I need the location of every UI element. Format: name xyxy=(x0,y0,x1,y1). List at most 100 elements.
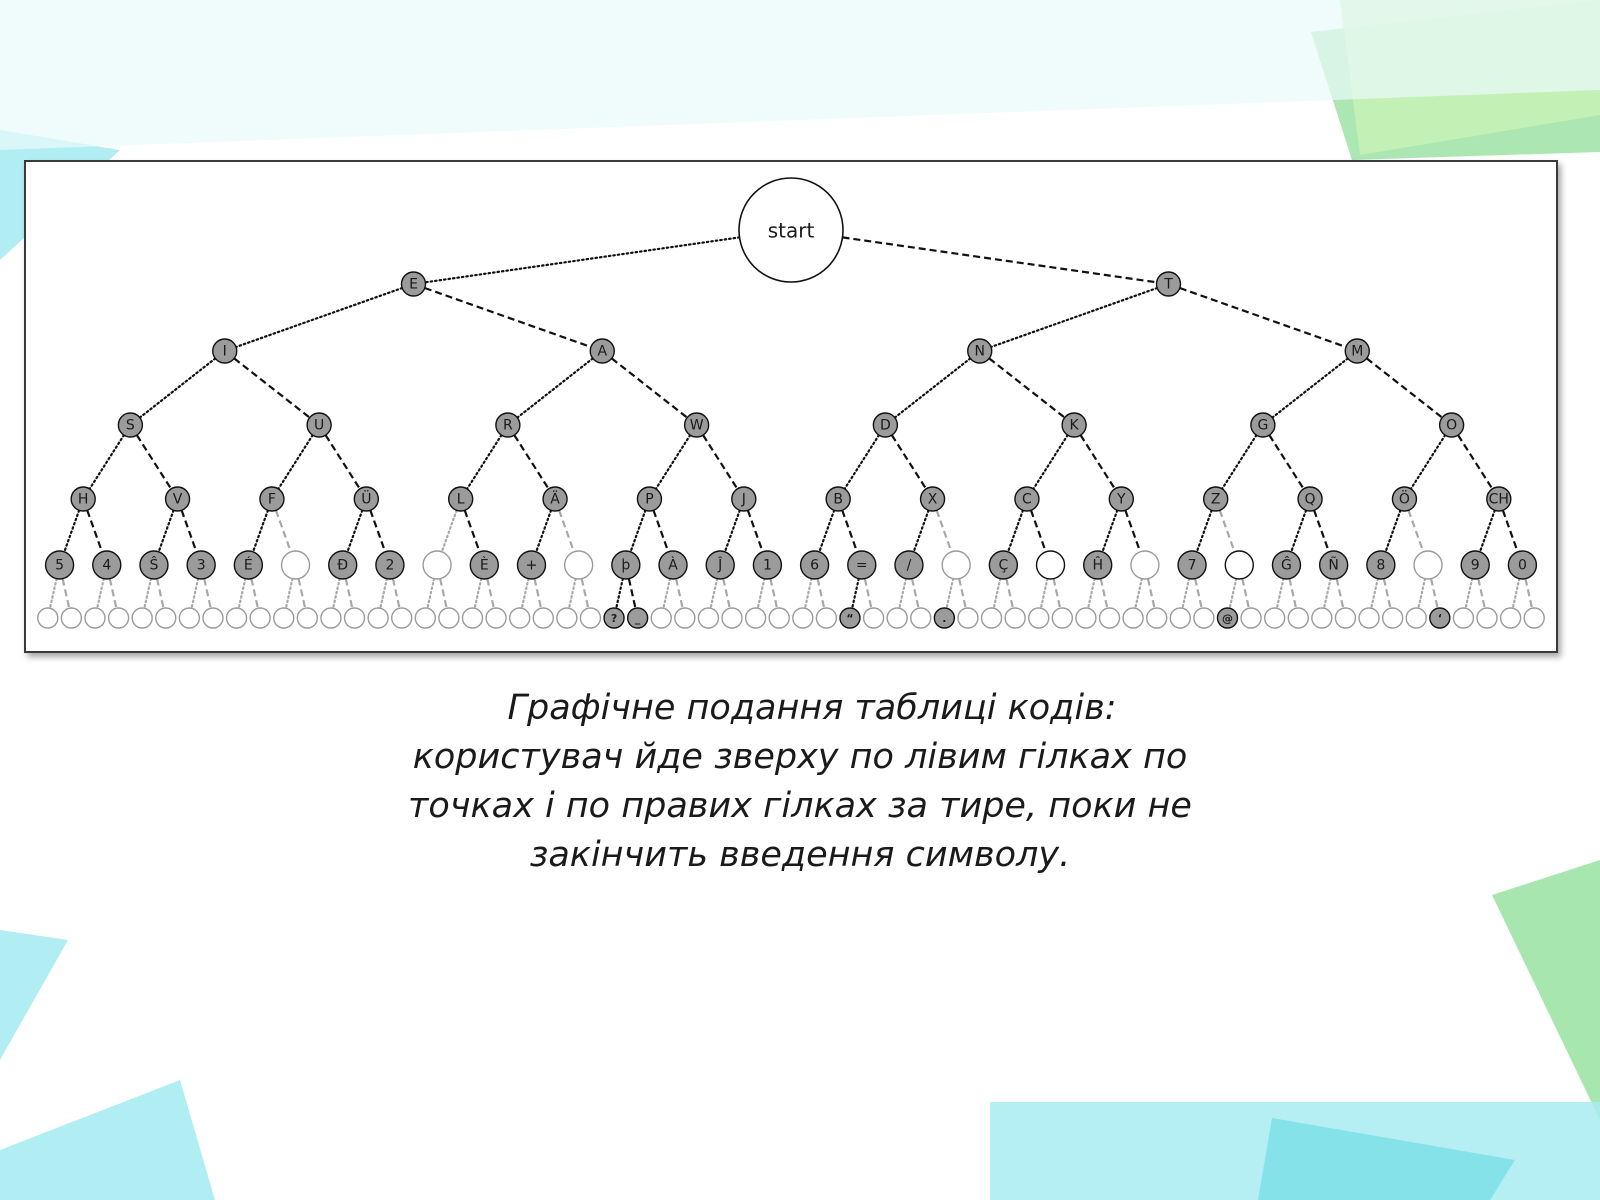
dot-branch xyxy=(1032,434,1069,490)
node-circle xyxy=(658,550,688,580)
tree-node-empty xyxy=(768,607,790,629)
tree-node-empty xyxy=(532,607,554,629)
tree-node-empty xyxy=(84,607,106,629)
tree-node: 4 xyxy=(92,550,122,580)
tree-node: E xyxy=(400,271,427,297)
node-circle xyxy=(603,607,625,629)
node-circle xyxy=(1193,607,1215,629)
dot-branch xyxy=(277,434,314,490)
caption-line-2: користувач йде зверху по лівим гілках по xyxy=(412,737,1188,777)
dot-branch xyxy=(1101,509,1119,553)
tree-node-empty xyxy=(1169,607,1191,629)
tree-node: . xyxy=(933,607,956,629)
tree-node-empty xyxy=(563,550,594,580)
dot-branch xyxy=(96,577,105,610)
node-label: ‘ xyxy=(1438,612,1442,625)
dash-branch xyxy=(1524,578,1534,609)
node-label: Đ xyxy=(337,558,348,574)
node-label: Q xyxy=(1305,492,1316,508)
dash-branch xyxy=(1124,509,1142,553)
node-circle xyxy=(683,412,710,438)
dash-branch xyxy=(391,578,401,609)
tree-node: M xyxy=(1344,338,1370,364)
node-circle xyxy=(92,550,122,580)
tree-node: D xyxy=(872,412,899,438)
node-circle xyxy=(353,486,380,512)
node-circle xyxy=(485,607,507,629)
dash-branch xyxy=(1268,434,1305,490)
tree-node-empty xyxy=(320,607,342,629)
node-circle xyxy=(556,607,578,629)
node-circle xyxy=(1271,550,1302,580)
node-circle xyxy=(1486,486,1512,512)
dash-branch xyxy=(274,509,292,553)
dash-branch xyxy=(369,509,387,553)
tree-node-empty xyxy=(508,607,531,629)
tree-node-empty xyxy=(280,550,311,580)
node-circle xyxy=(1240,607,1262,629)
dot-branch xyxy=(898,577,908,610)
tree-node: þ xyxy=(611,550,641,580)
node-circle xyxy=(400,271,427,297)
bg-shape-left-mid xyxy=(0,930,68,1060)
node-circle xyxy=(37,607,59,629)
dash-branch xyxy=(424,286,592,349)
node-circle xyxy=(259,486,285,512)
tree-node: Ĝ xyxy=(1271,550,1302,580)
dash-branch xyxy=(250,578,260,609)
dash-branch xyxy=(297,578,307,609)
node-circle xyxy=(414,607,436,629)
dot-branch xyxy=(424,236,741,284)
dot-branch xyxy=(88,434,126,490)
dash-branch xyxy=(722,578,731,609)
node-circle xyxy=(1169,607,1191,629)
node-label: L xyxy=(457,492,465,508)
dash-branch xyxy=(988,357,1066,419)
tree-root-node: start xyxy=(738,177,844,283)
tree-node: X xyxy=(919,486,946,512)
dash-branch xyxy=(233,357,311,419)
node-label: Ĵ xyxy=(717,557,723,574)
dash-branch xyxy=(108,578,118,609)
dot-branch xyxy=(331,577,341,610)
tree-node-empty xyxy=(1193,607,1215,629)
node-circle xyxy=(280,550,311,580)
dash-branch xyxy=(1288,578,1298,609)
dash-branch xyxy=(513,434,550,490)
node-label: G xyxy=(1257,418,1268,434)
dash-branch xyxy=(863,578,873,609)
node-label: Ĥ xyxy=(1092,556,1103,574)
tree-node: Ĵ xyxy=(705,550,735,580)
node-label: = xyxy=(856,558,868,574)
dot-branch xyxy=(138,357,217,419)
dot-branch xyxy=(893,357,972,419)
node-label: H xyxy=(78,492,89,508)
node-label: N xyxy=(975,344,985,360)
node-label: 7 xyxy=(1188,558,1197,574)
tree-node-empty xyxy=(1098,607,1121,629)
tree-node: 5 xyxy=(44,550,75,580)
node-circle xyxy=(579,607,602,629)
dot-branch xyxy=(803,577,813,610)
dash-branch xyxy=(627,578,637,609)
tree-node: É xyxy=(233,550,264,580)
tree-node: A xyxy=(589,338,615,364)
node-label: À xyxy=(668,557,678,574)
node-label: É xyxy=(244,557,253,574)
tree-node: + xyxy=(516,550,547,580)
node-circle xyxy=(825,486,851,512)
node-circle xyxy=(438,607,460,629)
dot-branch xyxy=(567,577,577,610)
node-circle xyxy=(447,486,474,512)
tree-node-empty xyxy=(721,607,743,629)
dash-branch xyxy=(1335,578,1345,609)
tree-node-empty xyxy=(1287,607,1309,629)
tree-node-empty xyxy=(862,607,885,629)
dot-branch xyxy=(1290,509,1308,553)
node-circle xyxy=(1366,550,1396,580)
node-label: W xyxy=(690,418,704,434)
dash-branch xyxy=(1429,578,1439,609)
node-label: ? xyxy=(611,612,617,625)
tree-node-empty xyxy=(438,607,460,629)
tree-node-empty xyxy=(1263,607,1286,629)
